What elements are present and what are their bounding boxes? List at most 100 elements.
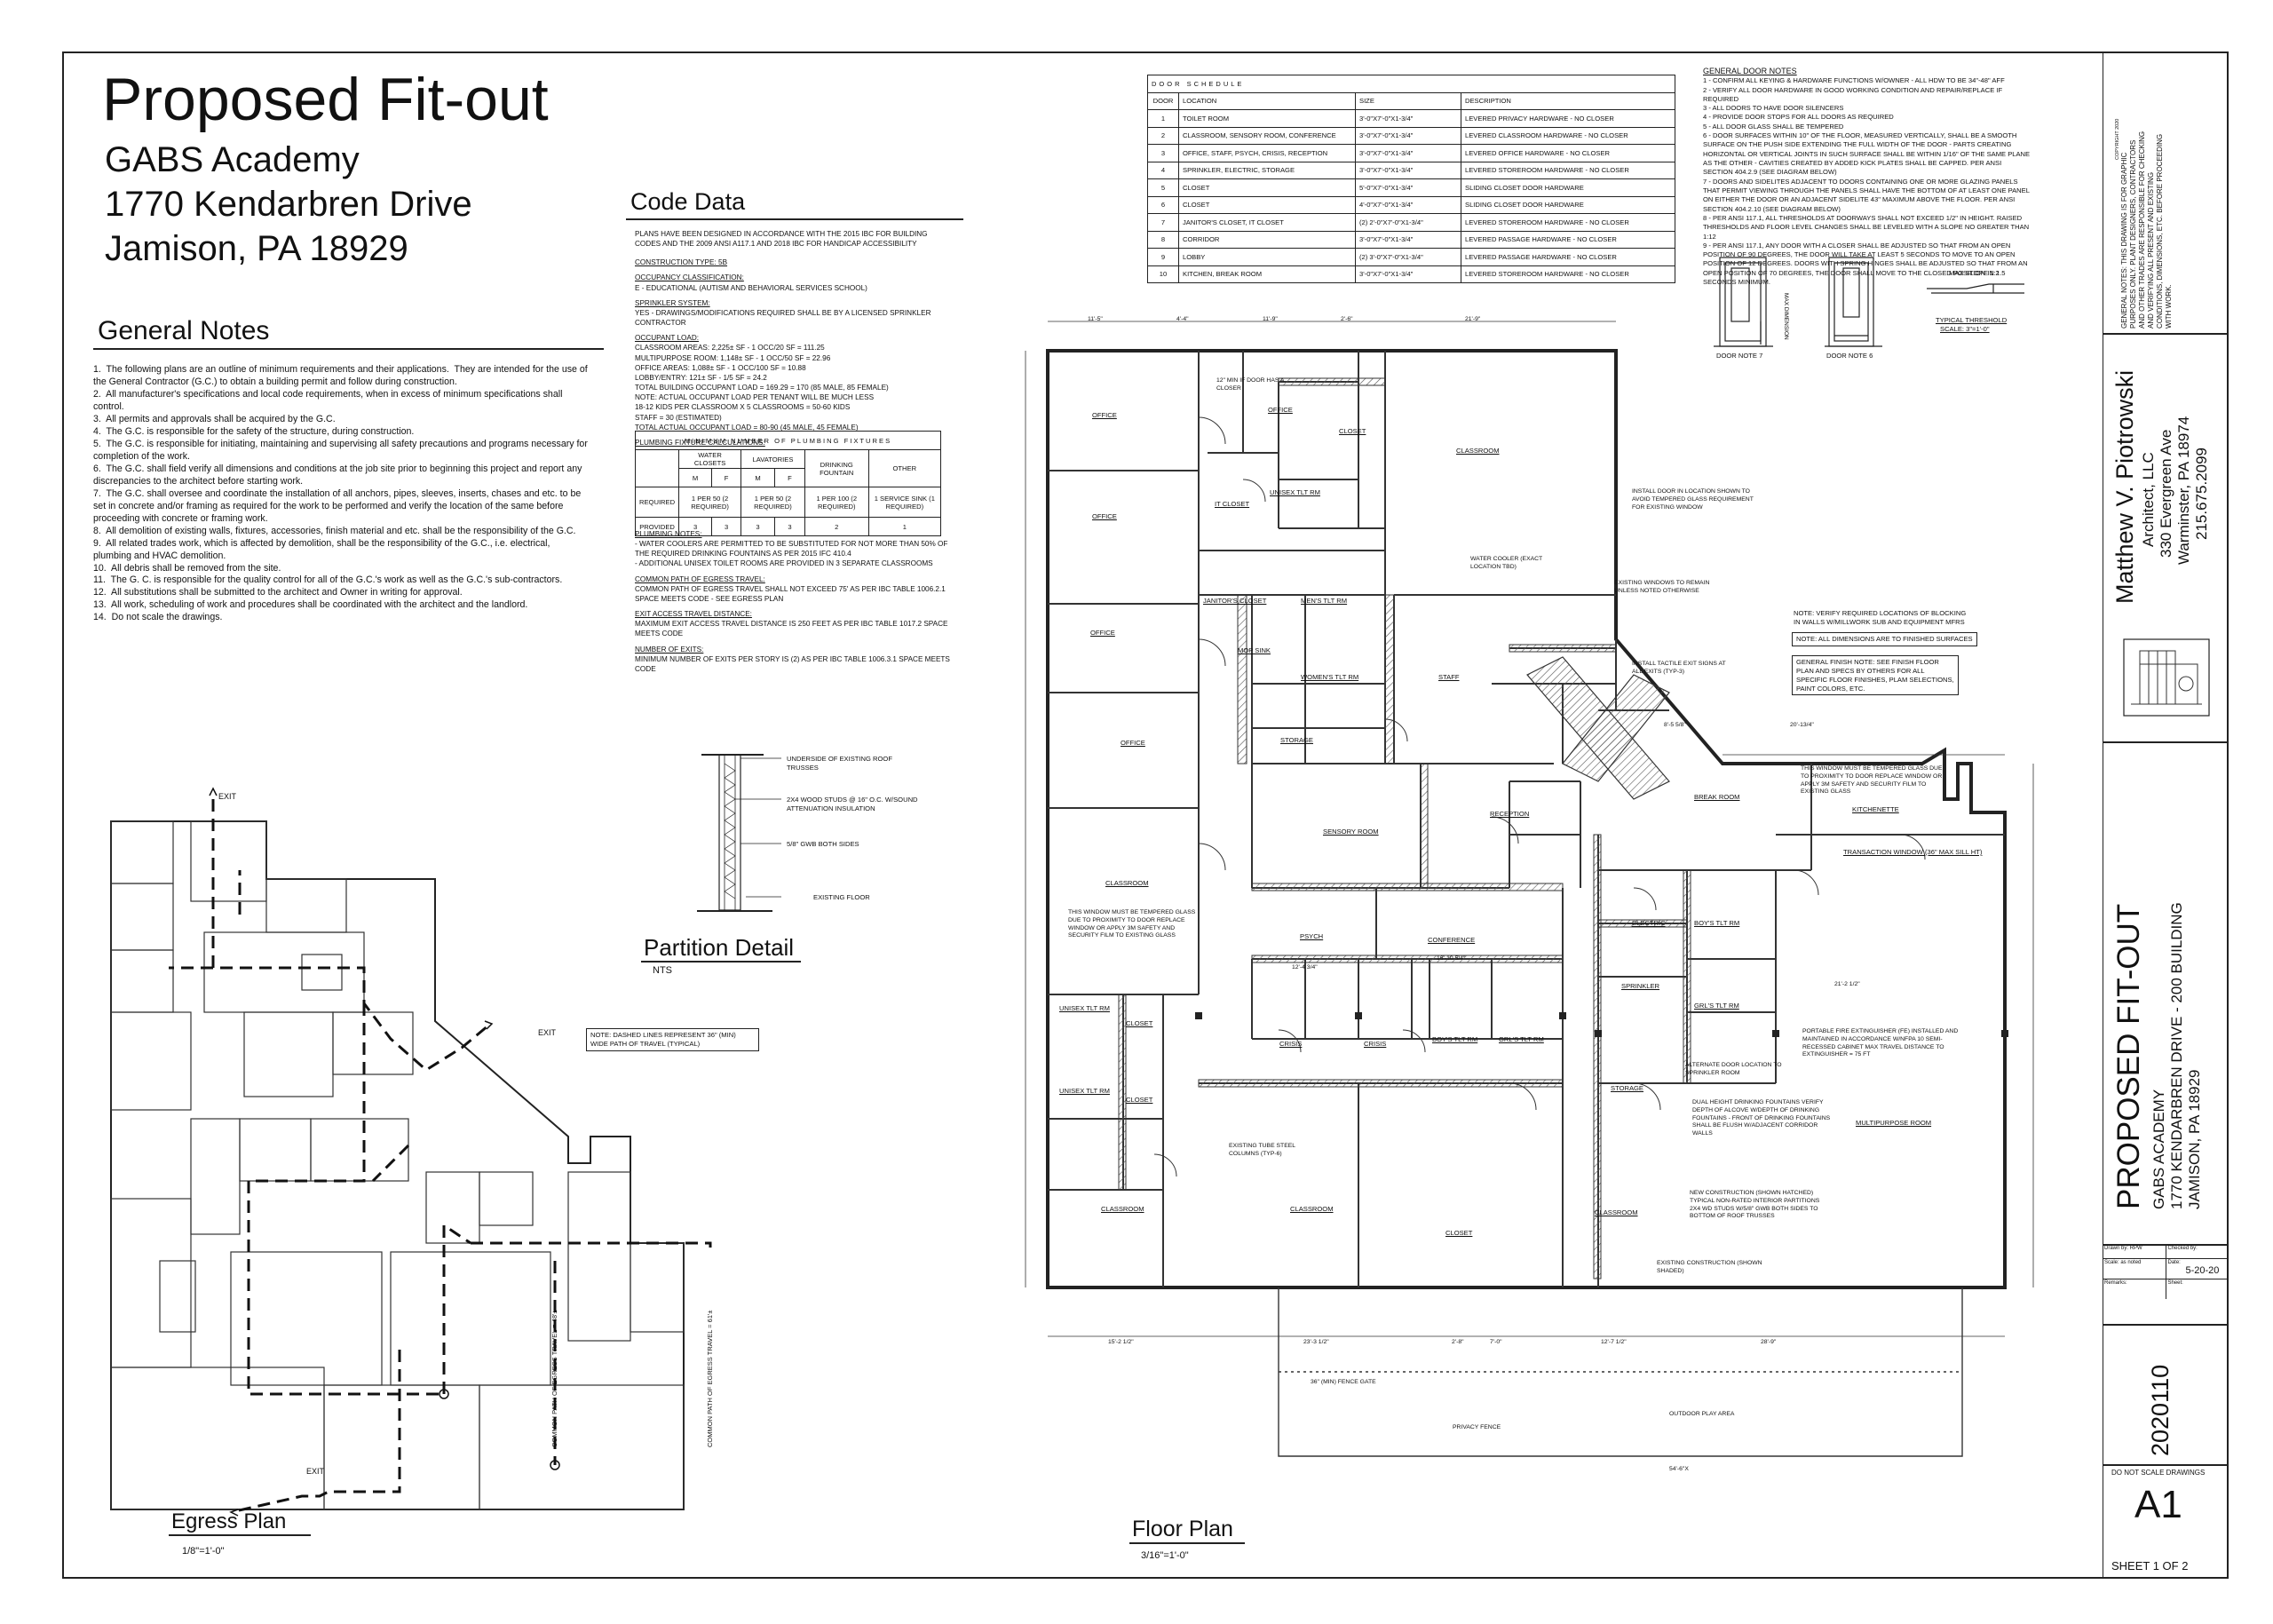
room-label: STORAGE xyxy=(1280,736,1313,744)
room-label: OFFICE xyxy=(1268,406,1293,414)
architect-city: Warminster, PA 18974 xyxy=(2175,416,2192,565)
general-note-item: 6. The G.C. shall field verify all dimen… xyxy=(93,463,585,487)
plan-note: WATER COOLER (EXACT LOCATION TBD) xyxy=(1470,556,1543,570)
dimension-label: 2'-6" xyxy=(1341,316,1353,322)
egress-travel-text: Common path of egress travel shall not e… xyxy=(635,584,946,603)
date-label: Date: xyxy=(2167,1260,2181,1265)
door-number-cell: 7 xyxy=(1147,213,1179,232)
door-note-item: 1 - CONFIRM ALL KEYING & HARDWARE FUNCTI… xyxy=(1703,76,2005,85)
note-finish: GENERAL FINISH NOTE: SEE FINISH FLOOR PL… xyxy=(1792,655,1959,696)
door-description-cell: LEVERED PASSAGE HARDWARE - NO CLOSER xyxy=(1461,248,1675,266)
code-data-text: Plans have been designed in accordance w… xyxy=(635,229,954,448)
egress-exit-right: EXIT xyxy=(538,1028,557,1037)
load-line: Lobby/entry: 121± SF - 1/5 SF = 24.2 xyxy=(635,373,767,382)
note-line: Total actual occupant load = 80-90 (45 m… xyxy=(635,423,859,432)
common-path-2: COMMON PATH OF EGRESS TRAVEL = 61'± xyxy=(706,1310,714,1447)
blank-cell xyxy=(634,449,680,487)
door-description-cell: LEVERED PASSAGE HARDWARE - NO CLOSER xyxy=(1461,230,1675,249)
room-label: STAFF xyxy=(1438,673,1460,681)
door-notes-diagrams: MAX DIMENSION xyxy=(1714,257,2024,347)
door-size-cell: 4'-0"x7'-0"x1-3/4" xyxy=(1355,195,1461,214)
door-location-cell: CORRIDOR xyxy=(1178,230,1356,249)
room-label: UNISEX TLT RM xyxy=(1059,1004,1110,1012)
sub-m: M xyxy=(678,468,713,487)
door-size-cell: 3'-0"x7'-0"x1-3/4" xyxy=(1355,230,1461,249)
plan-note: EXISTING WINDOWS TO REMAIN UNLESS NOTED … xyxy=(1614,580,1710,594)
threshold-caption: TYPICAL THRESHOLD xyxy=(1936,316,2008,324)
required-cell: 1 per 50 (2 required) xyxy=(678,487,742,518)
general-note-item: 9. All related trades work, which is aff… xyxy=(93,537,553,561)
architect-seal-icon xyxy=(2123,638,2210,717)
load-line: Classroom areas: 2,225± SF - 1 occ/20 SF… xyxy=(635,344,825,353)
partition-note-1: UNDERSIDE OF EXISTING ROOF TRUSSES xyxy=(787,755,892,772)
plan-note: 36" (MIN) FENCE GATE xyxy=(1311,1379,1376,1385)
architect-street: 330 Evergreen Ave xyxy=(2158,429,2174,558)
dimension-label: 8'-5 5/8" xyxy=(1664,722,1686,728)
occupancy-heading: Occupancy classification: xyxy=(635,273,744,282)
info-grid: Drawn by: RPW Checked by: Scale: as note… xyxy=(2103,1245,2229,1299)
project-cell xyxy=(2103,742,2229,1245)
sub-f: F xyxy=(774,468,805,487)
room-label: CLASSROOM xyxy=(1595,1208,1638,1216)
room-label: UNISEX TLT RM xyxy=(1059,1087,1110,1095)
door-location-cell: KITCHEN, BREAK ROOM xyxy=(1178,265,1356,283)
occupant-load-heading: Occupant load: xyxy=(635,334,700,343)
partition-note-4: EXISTING FLOOR xyxy=(813,893,870,901)
drawn-by: Drawn by: RPW xyxy=(2103,1245,2166,1258)
row-provided-label: Provided xyxy=(634,517,680,536)
note-blocking: NOTE: VERIFY REQUIRED LOCATIONS OF BLOCK… xyxy=(1794,609,1967,626)
title-block-general-notes: GENERAL NOTES: THIS DRAWING IS FOR GRAPH… xyxy=(2120,131,2173,329)
room-label: CLASSROOM xyxy=(1456,447,1500,455)
room-label: CLOSET xyxy=(1126,1019,1153,1027)
dimension-label: 21'-2 1/2" xyxy=(1834,981,1860,987)
room-label: PSYCH xyxy=(1300,932,1324,940)
room-label: CLASSROOM xyxy=(1101,1205,1144,1213)
general-door-notes: GENERAL DOOR NOTES 1 - CONFIRM ALL KEYIN… xyxy=(1703,66,2031,287)
room-label: BOY'S TLT RM xyxy=(1432,1035,1478,1043)
plan-note: NEW CONSTRUCTION (SHOWN HATCHED) TYPICAL… xyxy=(1690,1190,1820,1220)
architect-phone: 215.675.2099 xyxy=(2193,448,2210,540)
room-label: MEN'S TLT RM xyxy=(1301,597,1348,605)
plan-note: DUAL HEIGHT DRINKING FOUNTAINS VERIFY DE… xyxy=(1692,1099,1831,1137)
col-drinking-fountain: Drinking fountain xyxy=(804,449,869,487)
door-description-cell: SLIDING CLOSET DOOR HARDWARE xyxy=(1461,195,1675,214)
general-note-item: 12. All substitutions shall be submitted… xyxy=(93,587,463,598)
dimension-label: 16'-10 5/4" xyxy=(1437,955,1466,962)
exits-text: Minimum number of exits per story is (2)… xyxy=(635,654,950,673)
required-cell: 1 per 50 (2 required) xyxy=(741,487,805,518)
plan-note: THIS WINDOW MUST BE TEMPERED GLASS DUE T… xyxy=(1068,909,1196,939)
door-note-7-label: DOOR NOTE 7 xyxy=(1716,352,1763,360)
door-number-cell: 3 xyxy=(1147,144,1179,162)
room-label: CRISIS xyxy=(1279,1040,1303,1048)
door-note-item: 9 - PER ANSI 117.1, ANY DOOR WITH A CLOS… xyxy=(1703,241,2028,287)
partition-detail-rule xyxy=(641,961,801,963)
door-note-item: 3 - ALL DOORS TO HAVE DOOR SILENCERS xyxy=(1703,104,1844,113)
plumbing-table-caption: Minimum number of plumbing fixtures xyxy=(635,431,941,450)
sprinkler-text: Yes - drawings/modifications required sh… xyxy=(635,308,931,328)
sheet-label: Sheet: xyxy=(2167,1280,2183,1286)
room-label: GRL'S TLT RM xyxy=(1499,1035,1544,1043)
code-intro: Plans have been designed in accordance w… xyxy=(635,230,928,249)
egress-plan-drawing xyxy=(110,787,712,1517)
address-line-3: Jamison, PA 18929 xyxy=(105,229,408,268)
door-location-cell: JANITOR'S CLOSET, IT CLOSET xyxy=(1178,213,1356,232)
door-note-item: 8 - PER ANSI 117.1, ALL THRESHOLDS AT DO… xyxy=(1703,213,2030,241)
plan-note: EXISTING CONSTRUCTION (SHOWN SHADED) xyxy=(1657,1260,1762,1274)
col-location: LOCATION xyxy=(1178,91,1356,110)
job-number: 2020110 xyxy=(2147,1364,2174,1456)
general-note-item: 4. The G.C. is responsible for the safet… xyxy=(93,425,415,437)
door-location-cell: CLOSET xyxy=(1178,178,1356,197)
door-number-cell: 8 xyxy=(1147,230,1179,249)
room-label: STORAGE xyxy=(1611,1084,1643,1092)
egress-travel-heading: Common path of egress travel: xyxy=(635,574,765,583)
dimension-label: 20'-13/4" xyxy=(1790,722,1814,728)
general-note-item: 5. The G.C. is responsible for initiatin… xyxy=(93,438,590,462)
general-note-item: 11. The G. C. is responsible for the qua… xyxy=(93,574,563,586)
door-description-cell: LEVERED STOREROOM HARDWARE - NO CLOSER xyxy=(1461,213,1675,232)
job-number-cell xyxy=(2103,1325,2229,1465)
door-schedule-caption: DOOR SCHEDULE xyxy=(1147,75,1675,93)
